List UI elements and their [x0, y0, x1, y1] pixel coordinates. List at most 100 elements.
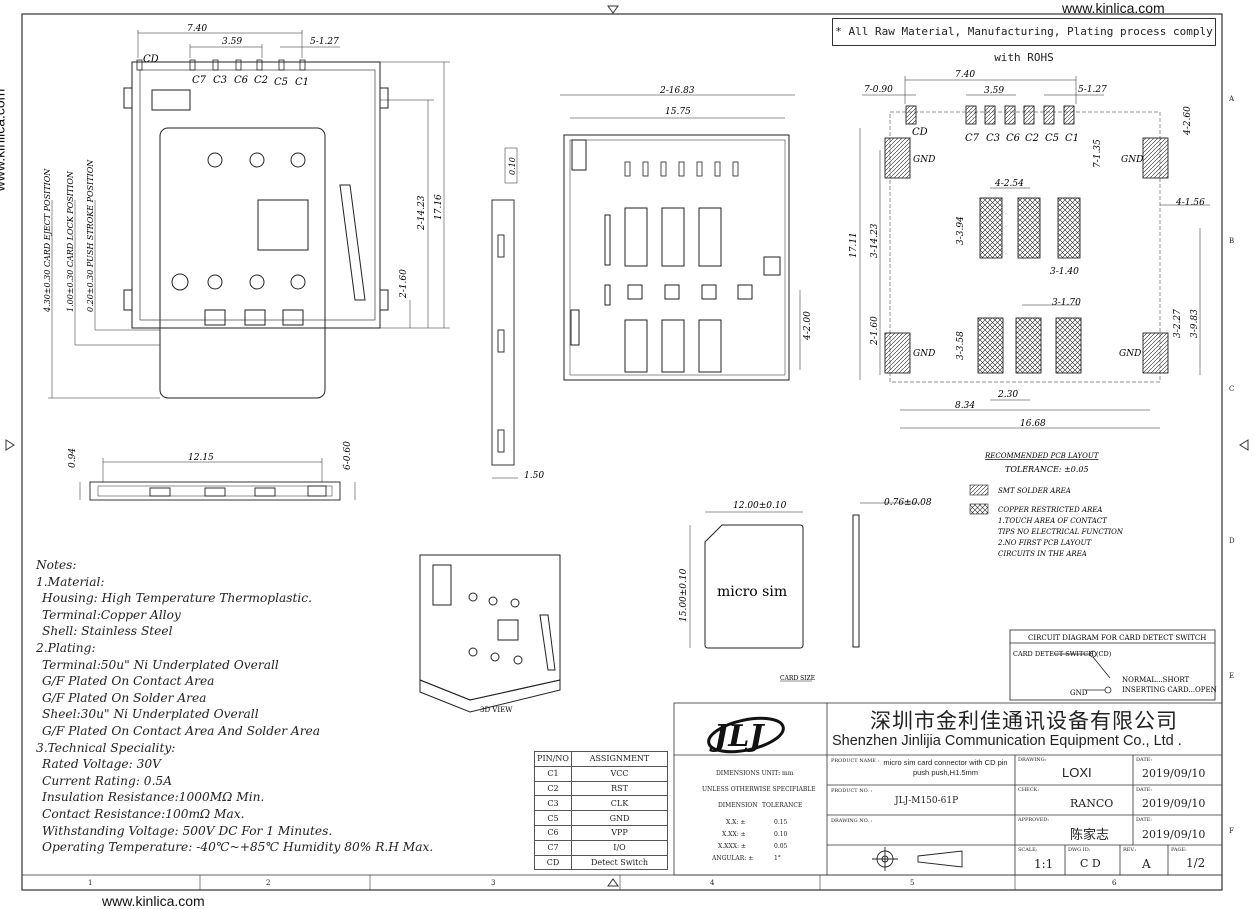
- watermark-top[interactable]: www.kinlica.com: [1062, 0, 1165, 16]
- circuit-normal: NORMAL...SHORT: [1122, 676, 1189, 684]
- date-label: DATE:: [1136, 757, 1153, 763]
- pcb-pin-c7: C7: [965, 133, 980, 144]
- fv-lock: 1.00±0.30 CARD LOCK POSITION: [66, 170, 75, 312]
- card-label: micro sim: [717, 584, 787, 600]
- notes-line: 3.Technical Speciality:: [36, 740, 176, 755]
- tv-outer: 2-16.83: [659, 86, 695, 96]
- pcb-pin-c2: C2: [1025, 133, 1039, 144]
- fv-push: 0.20±0.30 PUSH STROKE POSITION: [86, 159, 95, 312]
- border-col-label: 4: [710, 879, 715, 887]
- tol-row: 1°: [774, 855, 781, 862]
- pcb-gnd-tl: GND: [913, 155, 935, 165]
- side-view: [491, 147, 518, 479]
- card-caption: CARD SIZE: [780, 675, 815, 682]
- notes-line: Rated Voltage: 30V: [42, 757, 161, 772]
- circuit-inserting: INSERTING CARD...OPEN: [1122, 686, 1217, 694]
- fv-dim-small: 2-1.60: [399, 269, 409, 299]
- notes-line: Housing: High Temperature Thermoplastic.: [42, 591, 312, 606]
- border-row-label: D: [1229, 537, 1235, 545]
- fv-pin-cd: CD: [143, 54, 159, 65]
- circuit-title: CIRCUIT DIAGRAM FOR CARD DETECT SWITCH: [1028, 634, 1206, 642]
- pcb-legend2-0: COPPER RESTRICTED AREA: [998, 506, 1102, 514]
- pcb-dim-c7: 3-9.83: [1190, 309, 1200, 338]
- tv-side: 4-2.00: [803, 311, 813, 341]
- fv-eject: 4.30±0.30 CARD EJECT POSITION: [43, 168, 52, 313]
- notes-line: Notes:: [36, 558, 77, 572]
- pcb-dim-c1: 4-2.54: [994, 179, 1024, 189]
- notes-line: Contact Resistance:100mΩ Max.: [42, 806, 245, 821]
- table-header-row: PIN/NO ASSIGNMENT: [534, 751, 668, 767]
- view-3d: [419, 554, 561, 713]
- view-3d-label: 3D VIEW: [480, 706, 513, 714]
- fv-dim-inner: 2-14.23: [417, 195, 427, 231]
- pcb-dim-pitch: 5-1.27: [1078, 85, 1107, 95]
- border-col-label: 5: [910, 879, 915, 887]
- date-value: 2019/09/10: [1142, 767, 1206, 780]
- circuit-gnd: GND: [1070, 689, 1088, 697]
- bv-width: 12.15: [188, 453, 214, 463]
- notes-line: G/F Plated On Solder Area: [42, 690, 207, 705]
- pcb-dim-h2: 3-14.23: [870, 223, 880, 258]
- pcb-title: RECOMMENDED PCB LAYOUT: [984, 452, 1100, 460]
- approved-value: 陈家志: [1070, 828, 1110, 843]
- circuit-left: CARD DETECT SWITCH (CD): [1013, 650, 1112, 658]
- tol-row: 0.05: [774, 843, 788, 850]
- tol-row: X.X: ±: [726, 819, 746, 826]
- watermark-bottom[interactable]: www.kinlica.com: [102, 893, 205, 909]
- scale-label: SCALE:: [1018, 847, 1038, 853]
- fv-pin-c5: C5: [274, 77, 288, 88]
- pcb-legend2-1: 1.TOUCH AREA OF CONTACT: [998, 517, 1108, 525]
- pcb-gnd-tr: GND: [1121, 155, 1143, 165]
- pcb-dim-overall: 7.40: [955, 70, 975, 80]
- pcb-dim-c3: 3-1.40: [1050, 267, 1079, 277]
- projection-symbol: [872, 847, 963, 871]
- border-col-label: 1: [88, 879, 93, 887]
- tv-inner: 15.75: [665, 107, 691, 117]
- notes-line: Current Rating: 0.5A: [42, 773, 172, 788]
- border-row-label: C: [1229, 385, 1235, 393]
- rohs-note: * All Raw Material, Manufacturing, Plati…: [832, 18, 1216, 64]
- border-row-label: E: [1229, 672, 1235, 680]
- unless-spec: UNLESS OTHERWISE SPECIFIABLE: [702, 786, 816, 793]
- scale-value: 1:1: [1034, 857, 1054, 871]
- sv-top: 0.10: [508, 157, 517, 175]
- watermark-left[interactable]: www.kinlica.com: [0, 88, 8, 192]
- bv-pins: 6-0.60: [343, 441, 353, 470]
- pcb-legend2-2: TIPS NO ELECTRICAL FUNCTION: [998, 528, 1124, 536]
- pcb-gnd-bl: GND: [913, 349, 935, 359]
- pcb-dim-r2: 4-1.56: [1175, 198, 1205, 208]
- notes-line: Operating Temperature: -40℃~+85℃ Humidit…: [42, 840, 434, 855]
- notes-block: Notes: 1.Material: Housing: High Tempera…: [36, 557, 516, 856]
- tol-row: X.XXX: ±: [718, 843, 746, 850]
- rev-label: REV.:: [1123, 847, 1137, 853]
- dims-unit: DIMENSIONS UNIT: mm: [716, 770, 794, 777]
- pcb-gnd-br: GND: [1119, 349, 1141, 359]
- date-value: 2019/09/10: [1142, 797, 1206, 810]
- border-col-label: 3: [491, 879, 496, 887]
- table-header: ASSIGNMENT: [571, 751, 668, 767]
- pcb-dim-left: 7-0.90: [864, 85, 893, 95]
- company-name-en: Shenzhen Jinlijia Communication Equipmen…: [832, 733, 1182, 749]
- pcb-dim-g1: 2-1.60: [870, 316, 880, 346]
- circuit-diagram: [1009, 629, 1216, 701]
- notes-line: Withstanding Voltage: 500V DC For 1 Minu…: [42, 823, 333, 838]
- pcb-legend2-3: 2.NO FIRST PCB LAYOUT: [997, 539, 1092, 547]
- pcb-dim-h1: 17.11: [849, 232, 859, 258]
- border-col-label: 2: [266, 879, 271, 887]
- notes-line: G/F Plated On Contact Area: [42, 674, 215, 689]
- pcb-pin-cd: CD: [912, 127, 928, 138]
- check-label: CHECK:: [1018, 787, 1040, 793]
- front-view: [48, 30, 450, 399]
- product-name-label: PRODUCT NAME :: [831, 758, 880, 764]
- pcb-dim-mid: 3.59: [984, 86, 1004, 96]
- notes-line: Terminal:50u" Ni Underplated Overall: [42, 657, 279, 672]
- pcb-legend1: SMT SOLDER AREA: [998, 487, 1071, 495]
- check-value: RANCO: [1070, 797, 1114, 810]
- fv-pin-c6: C6: [234, 75, 249, 86]
- tol-row: 0.15: [774, 819, 788, 826]
